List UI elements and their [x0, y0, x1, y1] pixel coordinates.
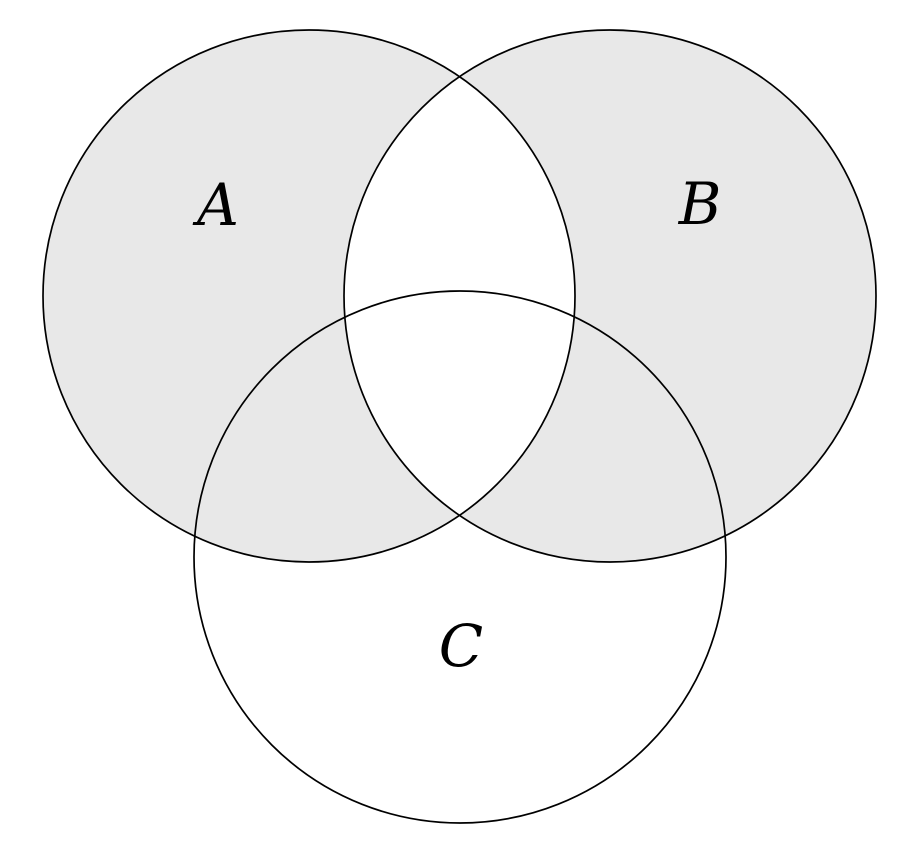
circle-b-outline — [343, 29, 877, 563]
set-c-label: C — [439, 612, 483, 680]
circle-a-outline — [42, 29, 576, 563]
intersection-ab-unshaded-region — [344, 30, 575, 562]
set-a-label: A — [192, 171, 239, 239]
circle-c-outline — [193, 290, 727, 824]
set-b-label: B — [678, 170, 722, 238]
